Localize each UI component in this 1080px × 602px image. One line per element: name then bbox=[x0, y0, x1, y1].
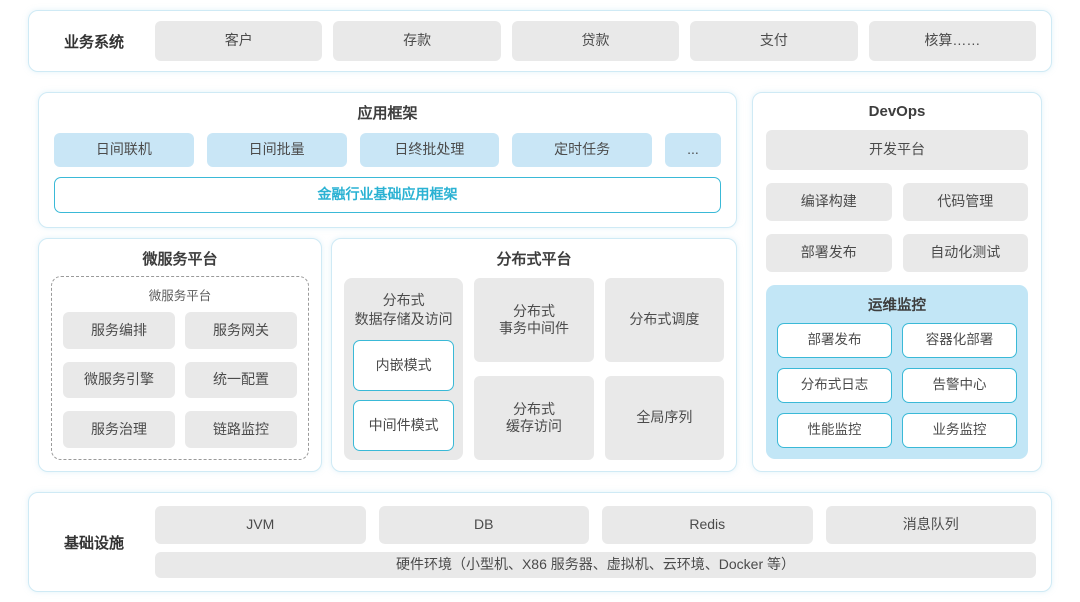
label-line: 分布式 bbox=[382, 292, 425, 308]
module-distributed-cache: 分布式 缓存访问 bbox=[474, 376, 594, 460]
module-redis: Redis bbox=[602, 506, 813, 544]
module-daytime-online: 日间联机 bbox=[54, 133, 194, 167]
module-daytime-batch: 日间批量 bbox=[206, 133, 347, 167]
module-deploy-release-monitor: 部署发布 bbox=[777, 323, 892, 358]
module-trace-monitoring: 链路监控 bbox=[185, 411, 297, 448]
ops-monitoring-title: 运维监控 bbox=[868, 298, 926, 314]
microservice-inner-title: 微服务平台 bbox=[148, 289, 212, 303]
infrastructure-panel: 基础设施 JVM DB Redis 消息队列 硬件环境（小型机、X86 服务器、… bbox=[28, 492, 1052, 592]
module-code-management: 代码管理 bbox=[902, 183, 1028, 221]
business-system-accounting: 核算…… bbox=[868, 21, 1037, 61]
devops-title: DevOps bbox=[868, 103, 926, 120]
module-automated-testing: 自动化测试 bbox=[902, 234, 1028, 272]
module-distributed-data-storage: 分布式 数据存储及访问 内嵌模式 中间件模式 bbox=[344, 278, 464, 460]
business-system-customer: 客户 bbox=[155, 21, 323, 61]
business-systems-label: 业务系统 bbox=[63, 33, 124, 51]
ops-monitoring-modules: 部署发布 容器化部署 分布式日志 告警中心 性能监控 业务监控 bbox=[777, 323, 1017, 448]
module-unified-config: 统一配置 bbox=[185, 361, 297, 399]
module-eod-batch: 日终批处理 bbox=[359, 133, 500, 167]
module-service-governance: 服务治理 bbox=[63, 411, 175, 448]
label-lines: 分布式 缓存访问 bbox=[506, 401, 562, 436]
module-db: DB bbox=[378, 506, 589, 544]
label-line: 数据存储及访问 bbox=[354, 310, 453, 327]
devops-panel: DevOps 开发平台 编译构建 代码管理 部署发布 自动化测试 运维监控 部署… bbox=[752, 92, 1042, 472]
app-framework-modules: 日间联机 日间批量 日终批处理 定时任务 ... bbox=[54, 133, 721, 167]
module-performance-monitoring: 性能监控 bbox=[777, 413, 892, 448]
business-system-payment: 支付 bbox=[690, 21, 858, 61]
module-service-orchestration: 服务编排 bbox=[63, 312, 175, 349]
module-dev-platform: 开发平台 bbox=[766, 130, 1028, 170]
module-containerized-deploy: 容器化部署 bbox=[902, 323, 1017, 358]
distributed-modules: 分布式 数据存储及访问 内嵌模式 中间件模式 分布式 事务中间件 bbox=[344, 278, 724, 460]
infrastructure-modules: JVM DB Redis 消息队列 bbox=[155, 506, 1036, 544]
microservice-modules: 服务编排 服务网关 微服务引擎 统一配置 服务治理 链路监控 bbox=[63, 312, 297, 448]
microservice-platform-panel: 微服务平台 微服务平台 服务编排 服务网关 微服务引擎 统一配置 服务治理 链路… bbox=[38, 238, 322, 472]
module-compile-build: 编译构建 bbox=[766, 183, 892, 221]
label-lines: 分布式 事务中间件 bbox=[499, 303, 569, 338]
devops-modules: 编译构建 代码管理 部署发布 自动化测试 bbox=[766, 183, 1028, 272]
business-system-deposit: 存款 bbox=[333, 21, 501, 61]
business-systems-panel: 业务系统 客户 存款 贷款 支付 核算…… bbox=[28, 10, 1052, 72]
module-distributed-scheduling: 分布式调度 bbox=[604, 278, 724, 362]
module-distributed-logging: 分布式日志 bbox=[777, 368, 892, 403]
app-framework-title: 应用框架 bbox=[357, 105, 418, 122]
label-line: 分布式 bbox=[512, 400, 555, 417]
infrastructure-content: JVM DB Redis 消息队列 硬件环境（小型机、X86 服务器、虚拟机、云… bbox=[155, 506, 1036, 578]
business-system-loan: 贷款 bbox=[511, 21, 680, 61]
module-hardware-environment: 硬件环境（小型机、X86 服务器、虚拟机、云环境、Docker 等） bbox=[155, 552, 1036, 578]
module-jvm: JVM bbox=[155, 506, 366, 544]
module-distributed-transaction: 分布式 事务中间件 bbox=[474, 278, 594, 362]
middle-zone: 应用框架 日间联机 日间批量 日终批处理 定时任务 ... 金融行业基础应用框架… bbox=[28, 92, 1052, 472]
left-column: 应用框架 日间联机 日间批量 日终批处理 定时任务 ... 金融行业基础应用框架… bbox=[38, 92, 737, 472]
finance-base-framework: 金融行业基础应用框架 bbox=[54, 177, 721, 213]
microservice-platform-title: 微服务平台 bbox=[142, 251, 218, 268]
ops-monitoring-group: 运维监控 部署发布 容器化部署 分布式日志 告警中心 性能监控 业务监控 bbox=[766, 285, 1028, 459]
distributed-data-storage-label: 分布式 数据存储及访问 bbox=[353, 287, 454, 331]
module-embedded-mode: 内嵌模式 bbox=[353, 339, 455, 391]
module-global-sequence: 全局序列 bbox=[604, 376, 724, 460]
module-service-gateway: 服务网关 bbox=[185, 312, 297, 349]
module-ellipsis: ... bbox=[665, 133, 721, 167]
module-microservice-engine: 微服务引擎 bbox=[63, 361, 175, 399]
label-line: 分布式 bbox=[512, 302, 555, 319]
infrastructure-label: 基础设施 bbox=[63, 534, 124, 552]
module-scheduled-tasks: 定时任务 bbox=[512, 133, 652, 167]
module-alert-center: 告警中心 bbox=[902, 368, 1017, 403]
distributed-platform-panel: 分布式平台 分布式 数据存储及访问 内嵌模式 中间件模式 bbox=[331, 238, 737, 472]
app-framework-panel: 应用框架 日间联机 日间批量 日终批处理 定时任务 ... 金融行业基础应用框架 bbox=[38, 92, 737, 228]
label-line: 缓存访问 bbox=[505, 418, 562, 434]
label-line: 事务中间件 bbox=[498, 320, 569, 336]
platforms-row: 微服务平台 微服务平台 服务编排 服务网关 微服务引擎 统一配置 服务治理 链路… bbox=[38, 238, 737, 472]
distributed-platform-title: 分布式平台 bbox=[496, 251, 572, 268]
microservice-inner-group: 微服务平台 服务编排 服务网关 微服务引擎 统一配置 服务治理 链路监控 bbox=[51, 276, 309, 460]
module-middleware-mode: 中间件模式 bbox=[353, 399, 455, 451]
module-message-queue: 消息队列 bbox=[825, 506, 1036, 544]
module-business-monitoring: 业务监控 bbox=[902, 413, 1017, 448]
module-deploy-release: 部署发布 bbox=[766, 234, 892, 272]
